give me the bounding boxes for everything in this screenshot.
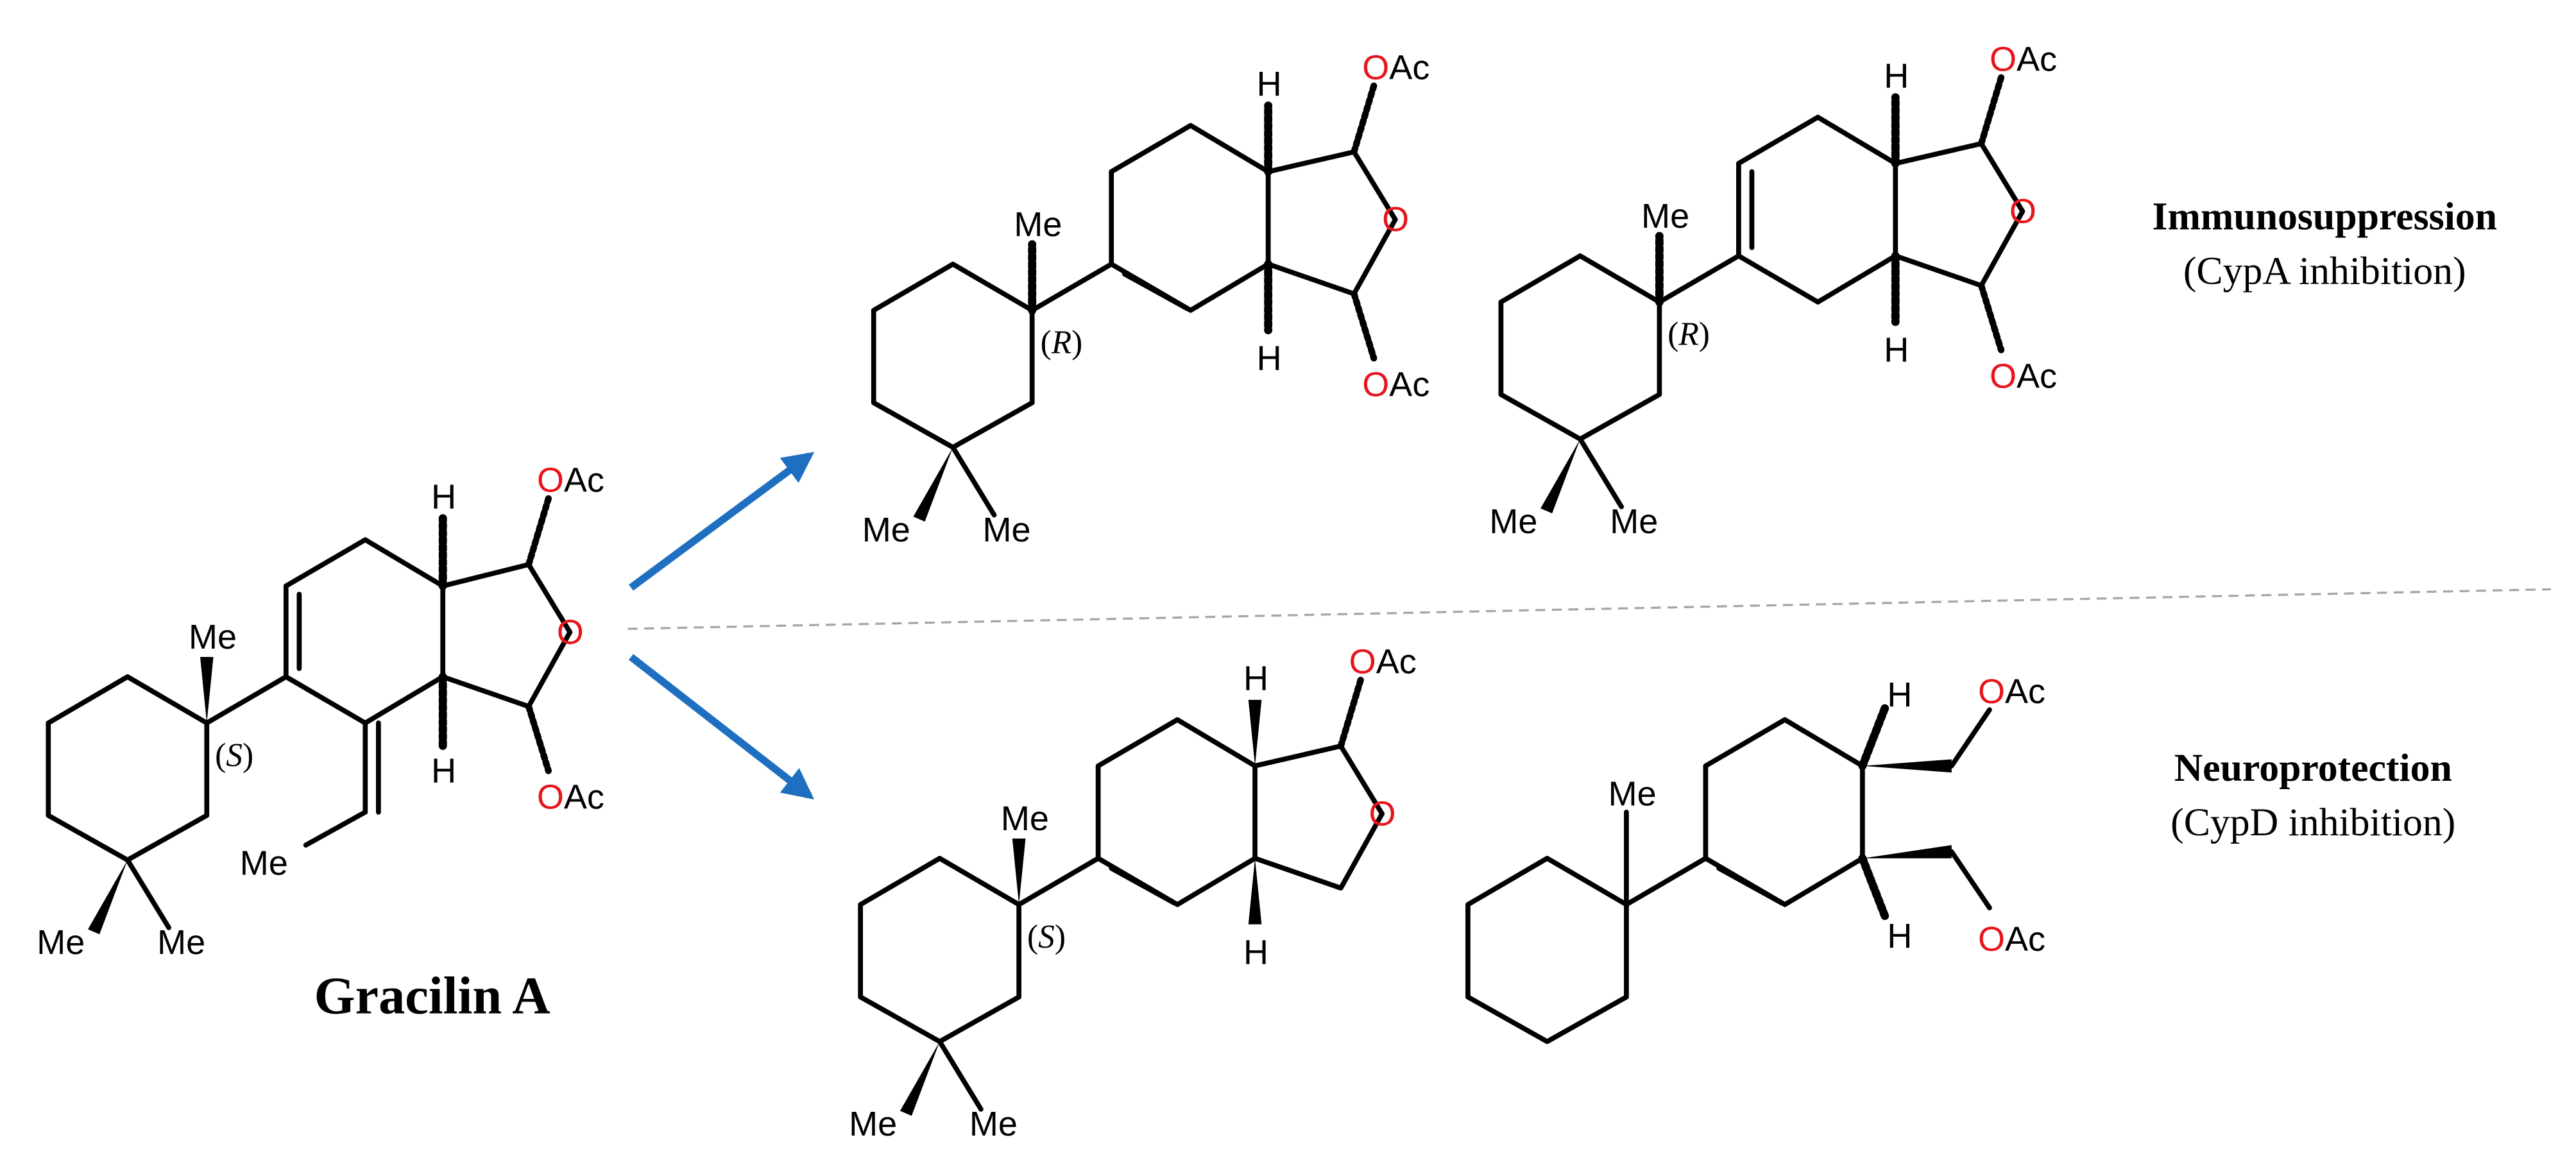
svg-text:Me: Me bbox=[969, 1105, 1018, 1143]
analog-top-1-structure bbox=[871, 82, 1398, 522]
svg-text:(R): (R) bbox=[1668, 316, 1710, 353]
analog-bottom-1-labels: Me (S) Me Me H H O OAc bbox=[849, 643, 1417, 1143]
analog-top-2-labels: Me (R) Me Me H H O OAc OAc bbox=[1489, 40, 2057, 541]
svg-text:Me: Me bbox=[37, 923, 85, 962]
analog-top-2-structure bbox=[1498, 74, 2026, 514]
svg-text:H: H bbox=[1887, 676, 1912, 714]
category-bottom-title: Neuroprotection bbox=[2174, 746, 2452, 790]
svg-text:H: H bbox=[1243, 659, 1268, 697]
svg-text:Me: Me bbox=[240, 844, 288, 883]
svg-text:H: H bbox=[1884, 56, 1909, 95]
svg-text:H: H bbox=[1257, 65, 1282, 103]
svg-text:OAc: OAc bbox=[1349, 643, 1417, 681]
category-top-subtitle: (CypA inhibition) bbox=[2183, 250, 2466, 293]
svg-text:OAc: OAc bbox=[1990, 357, 2057, 396]
svg-text:OAc: OAc bbox=[537, 461, 604, 500]
svg-text:H: H bbox=[1887, 917, 1912, 955]
category-top-title: Immunosuppression bbox=[2152, 195, 2497, 239]
svg-text:Me: Me bbox=[1608, 775, 1657, 813]
svg-text:Me: Me bbox=[1641, 197, 1689, 235]
svg-text:Me: Me bbox=[189, 618, 237, 656]
svg-text:OAc: OAc bbox=[1978, 920, 2045, 958]
svg-text:H: H bbox=[1257, 339, 1282, 377]
category-neuroprotection: Neuroprotection (CypD inhibition) bbox=[2171, 746, 2455, 844]
svg-text:OAc: OAc bbox=[537, 778, 604, 817]
category-bottom-subtitle: (CypD inhibition) bbox=[2171, 801, 2455, 844]
svg-text:H: H bbox=[1884, 330, 1909, 369]
gracilin-a-labels: Me (S) Me Me Me H H O OAc OAc bbox=[37, 461, 604, 962]
svg-text:O: O bbox=[557, 613, 584, 651]
svg-text:H: H bbox=[431, 752, 456, 790]
svg-text:OAc: OAc bbox=[1362, 48, 1429, 87]
svg-text:Me: Me bbox=[157, 923, 205, 962]
analog-bottom-1-structure bbox=[858, 676, 1385, 1116]
section-divider bbox=[627, 588, 2551, 630]
compound-name-gracilin-a: Gracilin A bbox=[314, 967, 550, 1025]
analog-bottom-2-structure bbox=[1465, 702, 1992, 1044]
svg-text:(S): (S) bbox=[1027, 919, 1066, 955]
svg-text:OAc: OAc bbox=[1978, 672, 2045, 711]
analog-bottom-2-labels: Me H H OAc OAc bbox=[1608, 672, 2045, 958]
svg-text:H: H bbox=[431, 477, 456, 516]
svg-text:O: O bbox=[1382, 200, 1409, 239]
arrow-to-immunosuppression-analogs bbox=[629, 452, 815, 591]
category-immunosuppression: Immunosuppression (CypA inhibition) bbox=[2152, 195, 2497, 293]
gracilin-a-structure bbox=[46, 495, 573, 935]
svg-text:H: H bbox=[1243, 933, 1268, 972]
svg-text:OAc: OAc bbox=[1362, 365, 1429, 404]
svg-text:Me: Me bbox=[849, 1105, 897, 1143]
svg-text:Me: Me bbox=[983, 511, 1031, 549]
svg-text:Me: Me bbox=[862, 511, 910, 549]
svg-text:O: O bbox=[2009, 192, 2036, 230]
svg-text:(S): (S) bbox=[215, 737, 253, 774]
svg-text:O: O bbox=[1369, 794, 1396, 833]
atom-me: Me bbox=[189, 618, 237, 656]
analog-top-1-labels: Me (R) Me Me H H O OAc OAc bbox=[862, 48, 1430, 549]
svg-text:Me: Me bbox=[1014, 205, 1062, 244]
svg-text:Me: Me bbox=[1001, 799, 1049, 838]
svg-text:(R): (R) bbox=[1041, 325, 1083, 361]
svg-text:Me: Me bbox=[1610, 502, 1658, 541]
svg-text:OAc: OAc bbox=[1990, 40, 2057, 79]
svg-text:Me: Me bbox=[1489, 502, 1537, 541]
arrow-to-neuroprotection-analogs bbox=[628, 654, 815, 800]
